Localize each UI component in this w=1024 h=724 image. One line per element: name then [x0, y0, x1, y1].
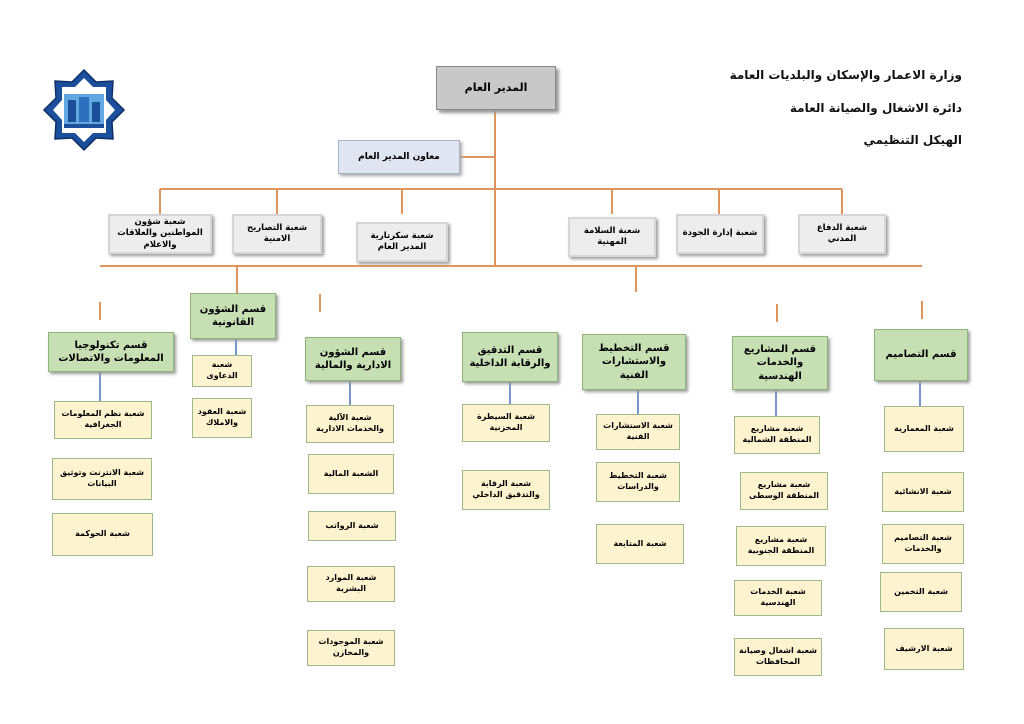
dept-designs: قسم التصاميم: [874, 329, 968, 381]
dept-planning-consulting: قسم التخطيط والاستشارات الفنية: [582, 334, 686, 390]
sub-unit-internet-data: شعبة الانترنت وتوثيق البيانات: [52, 458, 152, 500]
unit-quality-management: شعبة إدارة الجودة: [676, 214, 764, 254]
unit-occupational-safety: شعبة السلامة المهنية: [568, 217, 656, 257]
unit-gm-secretariat: شعبة سكرتارية المدير العام: [356, 222, 448, 262]
sub-unit-engineering-services: شعبة الخدمات الهندسية: [734, 580, 822, 616]
directorate-title: دائرة الاشغال والصيانة العامة: [789, 101, 962, 115]
unit-citizens-affairs: شعبة شؤون المواطنين والعلاقات والاعلام: [108, 214, 212, 254]
sub-unit-internal-audit: شعبة الرقابة والتدقيق الداخلي: [462, 470, 550, 510]
sub-unit-mechanism-admin: شعبة الآلية والخدمات الادارية: [306, 405, 394, 443]
dept-legal-affairs: قسم الشؤون القانونية: [190, 293, 276, 339]
general-manager-box: المدير العام: [436, 66, 556, 110]
dept-projects-engineering: قسم المشاريع والخدمات الهندسية: [732, 336, 828, 390]
sub-unit-finance: الشعبة المالية: [308, 454, 394, 494]
sub-unit-gis: شعبة نظم المعلومات الجغرافية: [54, 401, 152, 439]
unit-civil-defense: شعبة الدفاع المدني: [798, 214, 886, 254]
sub-unit-structural: شعبة الانشائية: [882, 472, 964, 512]
sub-unit-follow-up: شعبة المتابعة: [596, 524, 684, 564]
ministry-star-emblem-icon: [42, 68, 126, 152]
sub-unit-technical-consulting: شعبة الاستشارات الفنية: [596, 414, 680, 450]
sub-unit-planning-studies: شعبة التخطيط والدراسات: [596, 462, 680, 502]
sub-unit-estimation: شعبة التخمين: [880, 572, 962, 612]
sub-unit-architecture: شعبة المعمارية: [884, 406, 964, 452]
dept-it-communications: قسم تكنولوجيا المعلومات والاتصالات: [48, 332, 174, 372]
sub-unit-human-resources: شعبة الموارد البشرية: [307, 566, 395, 602]
sub-unit-south-projects: شعبة مشاريع المنطقة الجنوبية: [736, 526, 826, 566]
sub-unit-central-projects: شعبة مشاريع المنطقة الوسطى: [740, 472, 828, 510]
sub-unit-contracts-property: شعبة العقود والاملاك: [192, 398, 252, 438]
ministry-title: وزارة الاعمار والإسكان والبلديات العامة: [729, 68, 962, 82]
unit-security-permits: شعبة التصاريح الامنية: [232, 214, 322, 254]
sub-unit-inventory-control: شعبة السيطرة المخزنية: [462, 404, 550, 442]
sub-unit-designs-services: شعبة التصاميم والخدمات: [882, 524, 964, 564]
dept-audit-internal-control: قسم التدقيق والرقابة الداخلية: [462, 332, 558, 382]
sub-unit-lawsuits: شعبة الدعاوى: [192, 355, 252, 387]
sub-unit-assets-stores: شعبة الموجودات والمخازن: [307, 630, 395, 666]
sub-unit-payroll: شعبة الرواتب: [308, 511, 396, 541]
assistant-manager-box: معاون المدير العام: [338, 140, 460, 174]
sub-unit-governorates-works: شعبة اشغال وصيانة المحافظات: [734, 638, 822, 676]
dept-admin-finance: قسم الشؤون الادارية والمالية: [305, 337, 401, 381]
sub-unit-archive: شعبة الارشيف: [884, 628, 964, 670]
chart-title: الهيكل التنظيمي: [863, 133, 963, 147]
sub-unit-north-projects: شعبة مشاريع المنطقة الشمالية: [734, 416, 820, 454]
sub-unit-governance: شعبة الحوكمة: [52, 513, 153, 556]
